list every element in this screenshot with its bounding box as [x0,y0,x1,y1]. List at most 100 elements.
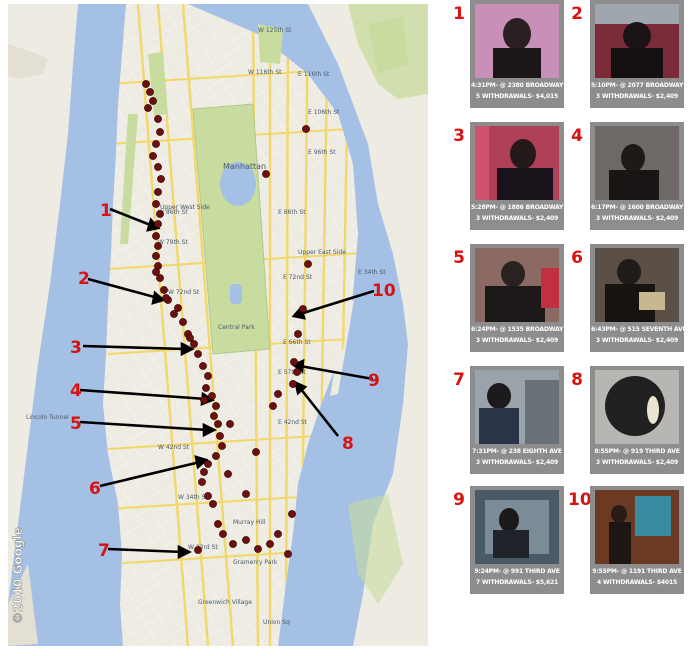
atm-dot [156,128,164,136]
atm-dot [226,420,234,428]
panel-withdrawals: 5 WITHDRAWALS- $4,015 [475,93,559,100]
label-w116: W 116th St [248,69,282,76]
panel-number: 3 [453,126,465,146]
panel-number: 10 [568,490,592,510]
panel-6: 6 6:43PM- @ 515 SEVENTH AVE 3 WITHDRAWAL… [450,244,700,352]
map-number-3: 3 [70,338,82,358]
panel-time-location: 9:24PM- @ 991 THIRD AVE [474,568,560,575]
surveillance-photo [475,126,559,200]
surveillance-photo [475,248,559,322]
atm-dot [242,490,250,498]
panel-box: 8:55PM- @ 919 THIRD AVE 3 WITHDRAWALS- $… [590,366,684,474]
panel-withdrawals: 3 WITHDRAWALS- $2,409 [595,215,679,222]
panel-withdrawals: 3 WITHDRAWALS- $2,409 [595,337,679,344]
label-w42: W 42nd St [158,444,190,451]
panel-5: 5 6:24PM- @ 1535 BROADWAY 3 WITHDRAWALS-… [450,244,700,352]
panel-time-location: 6:43PM- @ 515 SEVENTH AVE [591,326,687,333]
atm-photo-panels: 1 4:31PM- @ 2380 BROADWAY 5 WITHDRAWALS-… [450,0,700,656]
atm-dot [154,163,162,171]
atm-dot [194,350,202,358]
map-number-8: 8 [342,434,354,454]
atm-dot [229,540,237,548]
atm-dot [152,140,160,148]
atm-dot [210,412,218,420]
panel-time-location: 8:55PM- @ 919 THIRD AVE [594,448,680,455]
panel-time-location: 5:28PM- @ 1886 BROADWAY [471,204,564,211]
panel-withdrawals: 3 WITHDRAWALS- $2,409 [475,459,559,466]
atm-dot [204,372,212,380]
atm-dot [179,318,187,326]
label-e106: E 106th St [308,109,340,116]
panel-box: 6:43PM- @ 515 SEVENTH AVE 3 WITHDRAWALS-… [590,244,687,352]
atm-dot [154,220,162,228]
panel-7: 7 7:31PM- @ 238 EIGHTH AVE 3 WITHDRAWALS… [450,366,700,474]
atm-dot [252,448,260,456]
label-murray-hill: Murray Hill [233,519,266,526]
atm-dot [274,530,282,538]
atm-dot [262,170,270,178]
atm-location-dots [142,80,312,558]
label-w86: W 86th St [158,209,188,216]
panel-withdrawals: 3 WITHDRAWALS- $2,409 [595,93,679,100]
surveillance-photo [595,126,679,200]
label-union-sq: Union Sq [263,619,290,626]
atm-dot [142,80,150,88]
panel-box: 5:10PM- @ 2077 BROADWAY 3 WITHDRAWALS- $… [590,0,684,108]
panel-box: 9:55PM- @ 1191 THIRD AVE 4 WITHDRAWALS- … [590,486,684,594]
atm-dot [198,478,206,486]
surveillance-photo [475,370,559,444]
map-number-10: 10 [372,281,396,301]
label-central-park: Central Park [218,324,255,331]
atm-dot [156,274,164,282]
panel-1: 1 4:31PM- @ 2380 BROADWAY 5 WITHDRAWALS-… [450,0,700,108]
atm-dot [288,510,296,518]
panel-time-location: 4:31PM- @ 2380 BROADWAY [471,82,564,89]
panel-box: 6:24PM- @ 1535 BROADWAY 3 WITHDRAWALS- $… [470,244,564,352]
atm-dot [194,546,202,554]
label-e57: E 57th St [278,369,306,376]
atm-dot [289,380,297,388]
label-w125: W 125th St [258,27,292,34]
panel-time-location: 6:17PM- @ 1600 BROADWAY [591,204,684,211]
atm-dot [174,304,182,312]
label-w79: W 79th St [158,239,188,246]
surveillance-photo [595,490,679,564]
atm-dot [146,88,154,96]
panel-number: 5 [453,248,465,268]
map-number-1: 1 [100,201,112,221]
panel-box: 6:17PM- @ 1600 BROADWAY 3 WITHDRAWALS- $… [590,122,684,230]
atm-dot [152,200,160,208]
atm-dot [157,175,165,183]
atm-dot [152,268,160,276]
atm-dot [284,550,292,558]
label-e66: E 66th St [283,339,311,346]
label-e42: E 42nd St [278,419,308,426]
panel-number: 7 [453,370,465,390]
label-w72: W 72nd St [168,289,200,296]
panel-withdrawals: 3 WITHDRAWALS- $2,409 [595,459,679,466]
panel-box: 9:24PM- @ 991 THIRD AVE 7 WITHDRAWALS- $… [470,486,564,594]
atm-dot [186,334,194,342]
atm-dot [202,384,210,392]
panel-4: 4 6:17PM- @ 1600 BROADWAY 3 WITHDRAWALS-… [450,122,700,230]
atm-dot [299,305,307,313]
atm-dot [266,540,274,548]
map-number-9: 9 [368,371,380,391]
surveillance-photo [475,490,559,564]
atm-dot [214,420,222,428]
label-e86: E 86th St [278,209,306,216]
atm-dot [269,402,277,410]
atm-dot [200,396,208,404]
panel-withdrawals: 3 WITHDRAWALS- $2,409 [475,215,559,222]
atm-dot [214,520,222,528]
atm-dot [152,232,160,240]
label-w23: W 23rd St [188,544,218,551]
atm-dot [208,392,216,400]
label-manhattan: Manhattan [223,162,266,171]
panel-time-location: 5:10PM- @ 2077 BROADWAY [591,82,684,89]
map-number-6: 6 [89,479,101,499]
panel-number: 2 [571,4,583,24]
label-greenwich: Greenwich Village [198,599,252,606]
manhattan-map: Manhattan Upper West Side Upper East Sid… [8,4,428,646]
label-upper-west-side: Upper West Side [160,204,210,211]
